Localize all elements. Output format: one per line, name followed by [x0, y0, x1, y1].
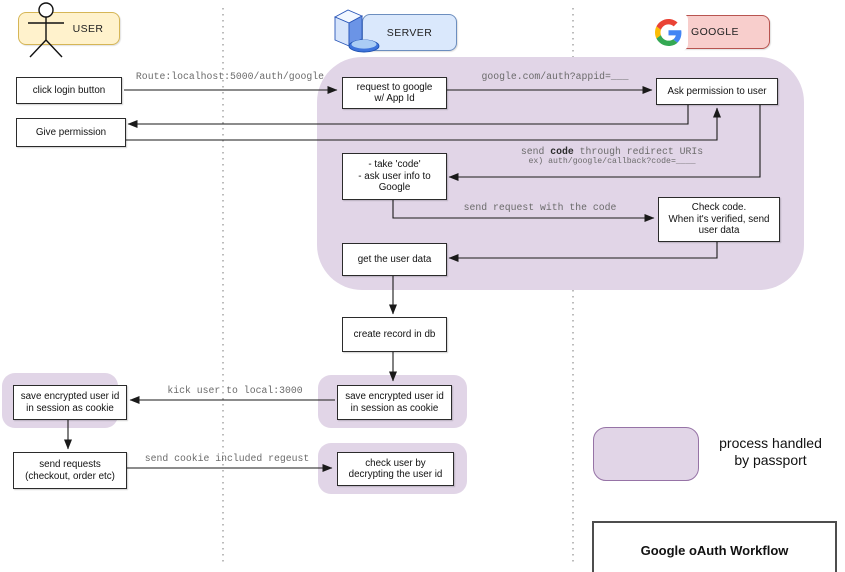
user-actor-icon [28, 2, 64, 58]
server-icon [333, 9, 380, 53]
legend-passport-label: process handled by passport [719, 435, 822, 468]
step-save-cookie-server: save encrypted user id in session as coo… [337, 385, 452, 420]
label-redirect-example: ex) auth/google/callback?code=____ [528, 157, 696, 166]
label-redirect-pre: send [520, 146, 551, 157]
google-logo-icon [648, 13, 688, 51]
diagram-title-box: Google oAuth Workflow [592, 521, 837, 572]
step-take-code: - take 'code' - ask user info to Google [342, 153, 447, 200]
legend-passport-swatch [593, 427, 699, 481]
actor-server-label: SERVER [386, 26, 433, 39]
step-check-user: check user by decrypting the user id [337, 452, 454, 486]
arrow-givepermission-to-google [122, 107, 721, 141]
step-give-permission: Give permission [16, 118, 126, 147]
label-google-auth-url: google.com/auth?appid=___ [481, 71, 629, 82]
label-send-cookie: send cookie included regeust [144, 453, 310, 464]
step-create-record: create record in db [342, 317, 447, 352]
actor-user-label: USER [72, 22, 104, 35]
actor-google-label: GOOGLE [691, 26, 739, 38]
step-request-to-google: request to google w/ App Id [342, 77, 447, 109]
step-ask-permission: Ask permission to user [656, 78, 778, 105]
label-kick-user: kick user to local:3000 [167, 385, 303, 396]
arrow-redirect-code-to-server [448, 104, 761, 181]
actor-user: USER [18, 12, 120, 45]
arrow-send-request-with-code [392, 198, 655, 222]
label-send-request-code: send request with the code [463, 202, 617, 213]
label-redirect-code: send code through redirect URIs ex) auth… [521, 146, 703, 167]
label-redirect-code-word: code [550, 146, 574, 157]
step-click-login: click login button [16, 77, 122, 104]
label-redirect-post: through redirect URIs [573, 146, 704, 157]
arrow-ask-to-givepermission [127, 104, 689, 128]
label-route: Route:localhost:5000/auth/google [135, 71, 325, 82]
step-save-cookie-user: save encrypted user id in session as coo… [13, 385, 127, 420]
step-check-code: Check code. When it's verified, send use… [658, 197, 780, 242]
diagram-title: Google oAuth Workflow [640, 542, 789, 558]
step-send-requests: send requests (checkout, order etc) [13, 452, 127, 489]
step-get-user-data: get the user data [342, 243, 447, 276]
arrow-senduserdata-to-server [448, 240, 718, 262]
